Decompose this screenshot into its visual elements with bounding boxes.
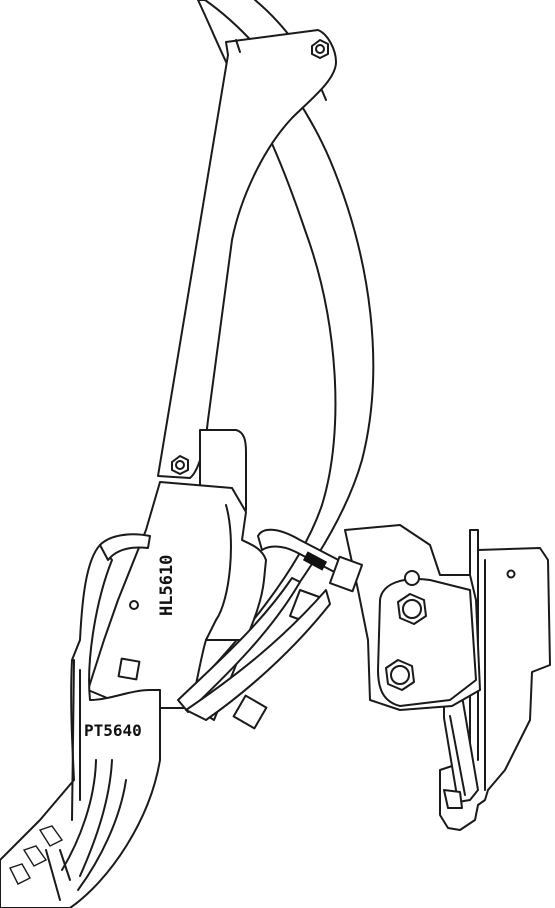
square-hole-icon <box>117 657 141 681</box>
point-part-label: PT5640 <box>84 721 142 740</box>
nut-lower-icon <box>232 694 268 730</box>
spacer-block <box>302 551 328 571</box>
hex-bolt-upper-icon <box>397 593 427 625</box>
nut-upper-icon <box>328 555 364 593</box>
clamp-band <box>177 577 331 721</box>
holder-hole-icon <box>129 600 139 610</box>
pivot-bolt-top-icon <box>311 39 329 59</box>
u-bolt-assembly <box>232 528 364 730</box>
pivot-bolt-mid-icon <box>171 455 189 475</box>
shovel-mount-hook <box>99 533 151 561</box>
bracket-hole-icon <box>506 569 516 579</box>
shovel-point: PT5640 <box>0 544 161 908</box>
reinforcing-arm <box>157 29 337 479</box>
clamp-plate <box>344 524 481 711</box>
plate-hole-icon <box>404 570 420 586</box>
mounting-bracket <box>439 529 551 831</box>
holder-part-label: HL5610 <box>157 555 177 616</box>
holder-plate: HL5610 <box>87 429 267 709</box>
hex-bolt-lower-icon <box>385 659 415 691</box>
